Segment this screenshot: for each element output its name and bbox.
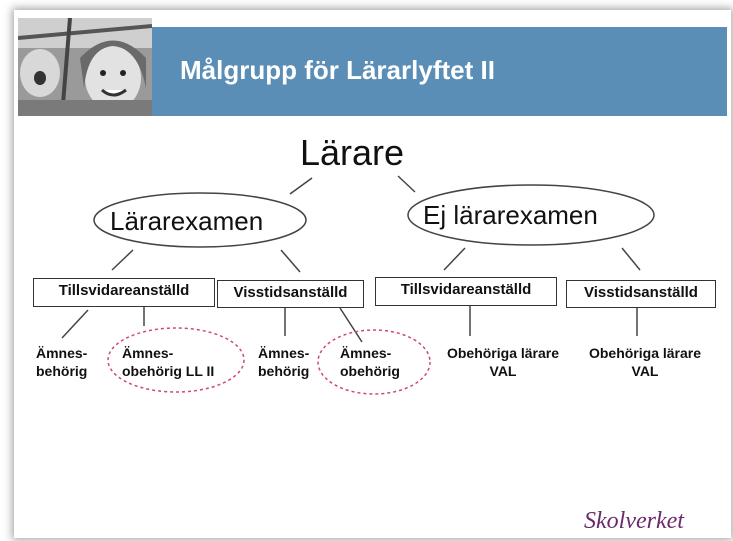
slide-title: Målgrupp för Lärarlyftet II — [180, 55, 495, 85]
highlight-ring-obehorig — [317, 329, 431, 395]
leaf-ej-tv-obehoriga: Obehöriga lärare VAL — [438, 344, 568, 380]
branch-label-lararexamen: Lärarexamen — [110, 206, 264, 236]
leaf-line1: Obehöriga lärare — [588, 345, 702, 361]
box-lx-tillsvidareanstalld: Tillsvidareanställd — [33, 278, 215, 307]
leaf-lx-tv-behorig: Ämnes- behörig — [36, 344, 87, 380]
connector-lx-tv — [111, 249, 134, 271]
connector-ej-vt — [621, 247, 641, 271]
leaf-line1: Ämnes- — [258, 345, 310, 361]
connector-root-right — [397, 175, 416, 193]
title-banner: Målgrupp för Lärarlyftet II — [152, 27, 727, 116]
box-ej-visstidsanstalld: Visstidsanställd — [566, 280, 716, 308]
leaf-line2: VAL — [631, 363, 659, 379]
header-photo — [18, 18, 152, 116]
leaf-line1: Obehöriga lärare — [446, 345, 560, 361]
leaf-line2: behörig — [36, 363, 88, 379]
highlight-ring-ll2 — [107, 327, 245, 393]
leaf-ej-vt-obehoriga: Obehöriga lärare VAL — [580, 344, 710, 380]
leaf-lx-tv-obehorig-ll2: Ämnes- obehörig LL II — [122, 344, 214, 380]
leaf-lx-vt-obehorig: Ämnes- obehörig — [340, 344, 400, 380]
connector-ej-tv — [443, 247, 466, 271]
box-lx-visstidsanstalld: Visstidsanställd — [217, 280, 364, 308]
leaf-line2: VAL — [489, 363, 517, 379]
lararexamen-ellipse — [93, 192, 307, 248]
skolverket-logo: Skolverket — [584, 508, 684, 534]
leaf-line2: obehörig — [340, 363, 400, 379]
leaf-line1: Ämnes- — [36, 345, 88, 361]
root-node-label: Lärare — [300, 132, 405, 173]
children-photo-image — [18, 18, 152, 116]
leaf-line2: obehörig LL II — [122, 363, 215, 379]
connector-tv-behorig — [61, 309, 89, 339]
connector-root-left — [289, 177, 313, 195]
leaf-line1: Ämnes- — [122, 345, 174, 361]
branch-label-ej-lararexamen: Ej lärarexamen — [423, 200, 598, 230]
connector-lx-vt — [280, 249, 301, 273]
leaf-line1: Ämnes- — [340, 345, 392, 361]
leaf-line2: behörig — [258, 363, 310, 379]
connector-vt-obehorig — [339, 307, 363, 343]
box-ej-tillsvidareanstalld: Tillsvidareanställd — [375, 277, 557, 306]
leaf-lx-vt-behorig: Ämnes- behörig — [258, 344, 309, 380]
ej-lararexamen-ellipse — [407, 184, 655, 246]
